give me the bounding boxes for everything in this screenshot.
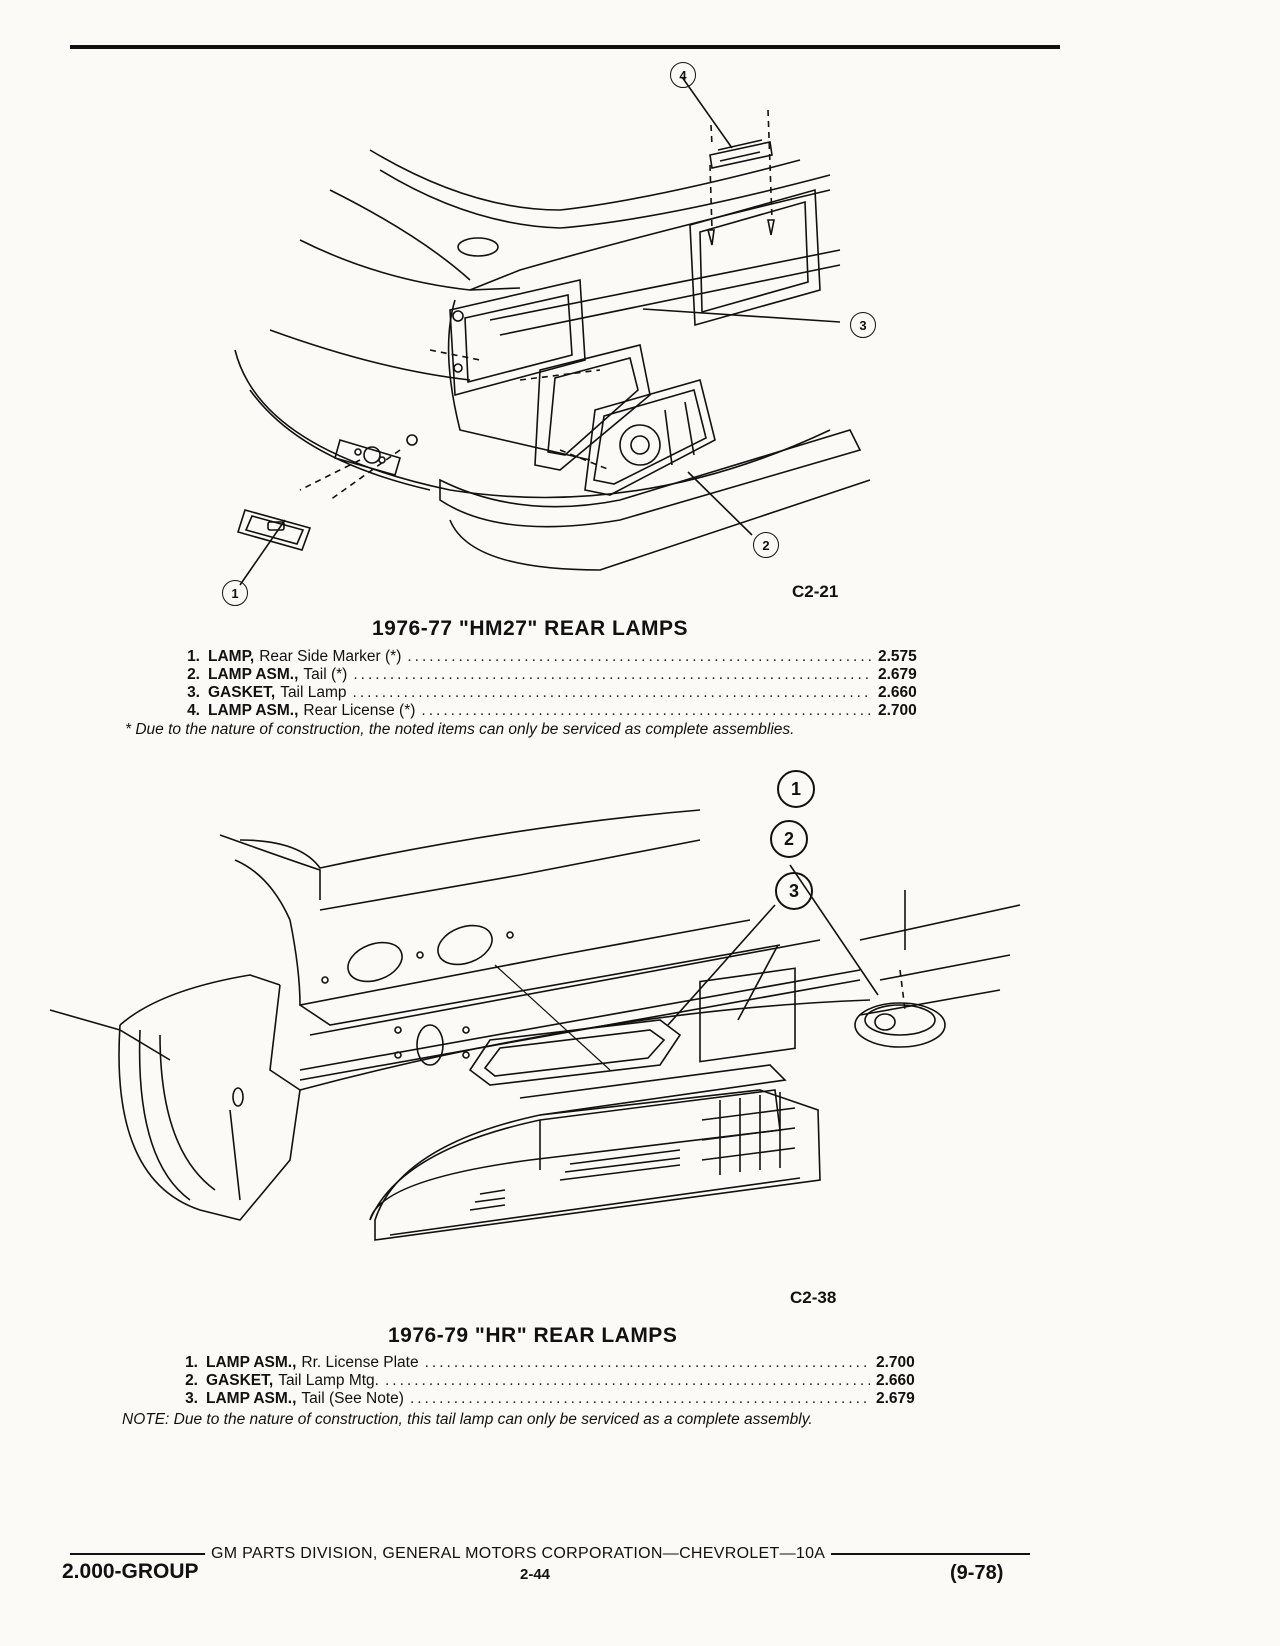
part-description: Rear Side Marker (*) xyxy=(259,648,402,665)
footer-group: 2.000-GROUP xyxy=(62,1560,199,1583)
callout-1: 1 xyxy=(777,770,815,808)
dot-leader: ........................................… xyxy=(384,1372,870,1389)
footer-date: (9-78) xyxy=(950,1562,1004,1584)
part-row: 3. GASKET, Tail Lamp ...................… xyxy=(170,684,930,702)
part-description: Rear License (*) xyxy=(303,702,416,719)
footer-page-number: 2-44 xyxy=(520,1566,551,1583)
part-number: 3. xyxy=(185,1390,198,1407)
footer-publisher: GM PARTS DIVISION, GENERAL MOTORS CORPOR… xyxy=(211,1545,826,1562)
dot-leader: ........................................… xyxy=(409,1390,870,1407)
group-number: 2.660 xyxy=(878,684,917,701)
part-row: 3. LAMP ASM., Tail (See Note) ..........… xyxy=(168,1390,928,1408)
group-number: 2.660 xyxy=(876,1372,915,1389)
part-description: Tail (See Note) xyxy=(301,1390,404,1407)
part-number: 1. xyxy=(185,1354,198,1371)
part-description: Tail Lamp xyxy=(280,684,347,701)
part-row: 2. GASKET, Tail Lamp Mtg. ..............… xyxy=(168,1372,928,1390)
group-number: 2.700 xyxy=(876,1354,915,1371)
header-rule xyxy=(70,45,1060,49)
part-name: LAMP, xyxy=(208,648,255,665)
group-number: 2.700 xyxy=(878,702,917,719)
dot-leader: ........................................… xyxy=(353,666,872,683)
part-number: 2. xyxy=(187,666,200,683)
dot-leader: ........................................… xyxy=(421,702,872,719)
group-number: 2.679 xyxy=(876,1390,915,1407)
part-description: Tail Lamp Mtg. xyxy=(278,1372,379,1389)
part-name: LAMP ASM., xyxy=(208,666,299,683)
footer-publisher-line: GM PARTS DIVISION, GENERAL MOTORS CORPOR… xyxy=(70,1545,1030,1563)
part-number: 4. xyxy=(187,702,200,719)
group-number: 2.679 xyxy=(878,666,917,683)
footer-rule xyxy=(831,1553,1030,1555)
callout-3: 3 xyxy=(850,312,876,338)
part-number: 3. xyxy=(187,684,200,701)
part-name: GASKET, xyxy=(208,684,276,701)
part-name: LAMP ASM., xyxy=(206,1354,297,1371)
footnote: NOTE: Due to the nature of construction,… xyxy=(122,1411,813,1428)
callout-3: 3 xyxy=(775,872,813,910)
dot-leader: ........................................… xyxy=(424,1354,870,1371)
callout-2: 2 xyxy=(753,532,779,558)
part-name: LAMP ASM., xyxy=(208,702,299,719)
part-row: 1. LAMP ASM., Rr. License Plate ........… xyxy=(168,1354,928,1372)
part-row: 1. LAMP, Rear Side Marker (*) ..........… xyxy=(170,648,930,666)
figure-code: C2-38 xyxy=(790,1288,837,1307)
part-number: 1. xyxy=(187,648,200,665)
dot-leader: ........................................… xyxy=(407,648,872,665)
footer-rule xyxy=(70,1553,205,1555)
part-row: 2. LAMP ASM., Tail (*) .................… xyxy=(170,666,930,684)
part-name: GASKET, xyxy=(206,1372,274,1389)
parts-list: 1. LAMP, Rear Side Marker (*) ..........… xyxy=(170,648,930,720)
section-title: 1976-77 "HM27" REAR LAMPS xyxy=(372,617,689,640)
parts-list: 1. LAMP ASM., Rr. License Plate ........… xyxy=(168,1354,928,1408)
figure-code: C2-21 xyxy=(792,582,839,601)
callout-2: 2 xyxy=(770,820,808,858)
rear-lamps-illustration-hr: 1 2 3 xyxy=(0,770,1280,1280)
callout-4: 4 xyxy=(670,62,696,88)
part-description: Rr. License Plate xyxy=(301,1354,419,1371)
dot-leader: ........................................… xyxy=(352,684,872,701)
callout-1: 1 xyxy=(222,580,248,606)
part-description: Tail (*) xyxy=(303,666,348,683)
part-name: LAMP ASM., xyxy=(206,1390,297,1407)
footnote: * Due to the nature of construction, the… xyxy=(125,721,795,738)
rear-lamps-illustration-hm27: 4 3 2 1 xyxy=(0,50,1280,606)
group-number: 2.575 xyxy=(878,648,917,665)
part-number: 2. xyxy=(185,1372,198,1389)
part-row: 4. LAMP ASM., Rear License (*) .........… xyxy=(170,702,930,720)
section-title: 1976-79 "HR" REAR LAMPS xyxy=(388,1324,678,1347)
